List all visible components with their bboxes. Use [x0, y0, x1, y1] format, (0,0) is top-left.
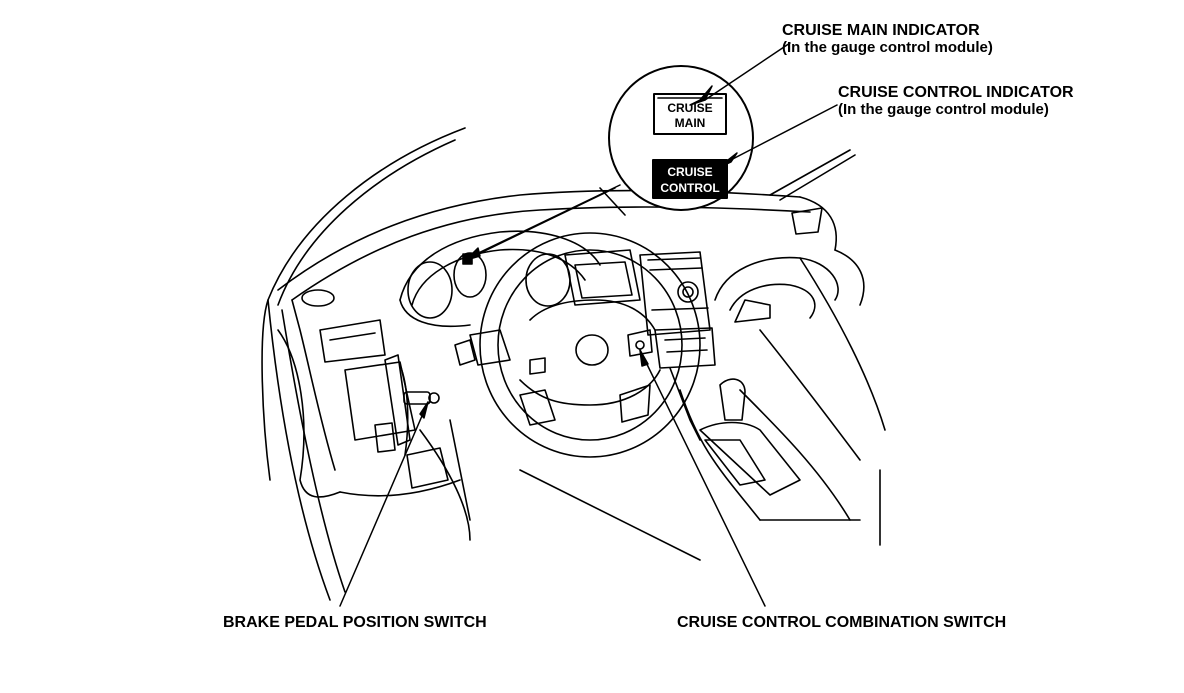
- cruise-control-combination-switch-label: CRUISE CONTROL COMBINATION SWITCH: [677, 614, 1007, 631]
- indicator-inset: CRUISE MAIN CRUISE CONTROL: [608, 65, 754, 211]
- cruise-main-indicator-label: CRUISE MAIN INDICATOR (In the gauge cont…: [782, 22, 993, 56]
- leader-cruise-control: [724, 104, 838, 164]
- leader-lines: [339, 42, 838, 607]
- leader-combination-switch: [639, 349, 766, 607]
- passenger-dash: [714, 249, 886, 546]
- center-console: [679, 378, 861, 521]
- cruise-control-indicator-label: CRUISE CONTROL INDICATOR (In the gauge c…: [838, 84, 1074, 118]
- dashboard-top: [277, 149, 856, 307]
- cruise-main-icon: CRUISE MAIN: [653, 93, 727, 135]
- cruise-control-indicator-subtitle: (In the gauge control module): [838, 101, 1049, 118]
- brake-pedal-assembly: [384, 354, 449, 489]
- cruise-main-indicator-title: CRUISE MAIN INDICATOR: [782, 22, 980, 39]
- brake-pedal-position-switch-label: BRAKE PEDAL POSITION SWITCH: [223, 614, 487, 631]
- driver-knee-panel: [277, 299, 701, 561]
- leader-cruise-main: [704, 42, 791, 101]
- windshield-frame: [261, 127, 466, 601]
- cruise-main-icon-line2: MAIN: [675, 116, 706, 130]
- cruise-control-indicator-title: CRUISE CONTROL INDICATOR: [838, 84, 1074, 101]
- leader-brake-switch: [339, 401, 429, 607]
- cruise-control-icon-line1: CRUISE: [667, 165, 712, 179]
- steering-wheel: [454, 232, 701, 458]
- center-stack: [564, 249, 716, 441]
- cruise-main-indicator-subtitle: (In the gauge control module): [782, 39, 993, 56]
- cruise-main-icon-line1: CRUISE: [667, 101, 712, 115]
- cruise-control-icon-line2: CONTROL: [660, 181, 719, 195]
- cruise-control-icon: CRUISE CONTROL: [652, 159, 728, 199]
